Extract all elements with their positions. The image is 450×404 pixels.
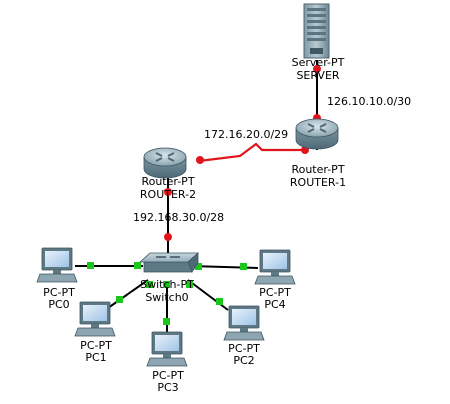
pc0-name-label: PC0 — [48, 298, 70, 311]
router1-name-label: ROUTER-1 — [289, 176, 347, 189]
switch0-name-label: Switch0 — [145, 291, 189, 304]
pc-icon — [146, 331, 188, 367]
server-type-label: Server-PT — [291, 56, 345, 69]
light-switch-pc0 — [134, 262, 141, 269]
link-router1-router2-serial[interactable] — [198, 142, 306, 163]
router1-device[interactable] — [295, 118, 339, 150]
pc4-device[interactable] — [254, 249, 296, 285]
light-pc2 — [216, 298, 223, 305]
pc-icon — [74, 301, 116, 337]
pc-icon — [254, 249, 296, 285]
light-switch-pc2 — [186, 281, 193, 288]
light-router2-bottom — [164, 188, 172, 196]
server-name-label: SERVER — [296, 69, 340, 82]
light-server-down — [313, 65, 321, 73]
light-pc4 — [240, 263, 247, 270]
switch0-device[interactable] — [138, 252, 200, 273]
router-icon — [295, 118, 339, 150]
pc2-name-label: PC2 — [233, 354, 255, 367]
light-pc1 — [116, 296, 123, 303]
network-label-router2-switch: 192.168.30.0/28 — [133, 211, 225, 224]
router1-type-label: Router-PT — [291, 163, 345, 176]
pc3-device[interactable] — [146, 331, 188, 367]
pc4-name-label: PC4 — [264, 298, 286, 311]
switch0-type-label: Switch-PT — [140, 278, 194, 291]
light-switch-pc1 — [146, 281, 153, 288]
pc3-name-label: PC3 — [157, 381, 179, 394]
pc1-type-label: PC-PT — [80, 339, 112, 352]
router2-device[interactable] — [143, 147, 187, 179]
pc4-type-label: PC-PT — [259, 286, 291, 299]
pc-icon — [36, 247, 78, 283]
router2-type-label: Router-PT — [141, 175, 195, 188]
light-switch-top — [164, 233, 172, 241]
light-switch-pc4 — [195, 263, 202, 270]
pc1-name-label: PC1 — [85, 351, 107, 364]
light-pc0 — [87, 262, 94, 269]
server-icon — [303, 3, 330, 59]
network-label-server-router1: 126.10.10.0/30 — [327, 95, 412, 108]
pc-icon — [223, 305, 265, 341]
network-label-router1-router2: 172.16.20.0/29 — [204, 128, 289, 141]
router-icon — [143, 147, 187, 179]
server-device[interactable] — [303, 3, 330, 59]
pc2-device[interactable] — [223, 305, 265, 341]
light-switch-pc3 — [163, 281, 170, 288]
router2-name-label: ROUTER-2 — [139, 188, 197, 201]
light-router2-serial — [196, 156, 204, 164]
pc3-type-label: PC-PT — [152, 369, 184, 382]
switch-icon — [138, 252, 200, 273]
pc0-type-label: PC-PT — [43, 286, 75, 299]
link-switch-pc1[interactable] — [107, 279, 149, 309]
pc0-device[interactable] — [36, 247, 78, 283]
light-pc3 — [163, 318, 170, 325]
pc1-device[interactable] — [74, 301, 116, 337]
pc2-type-label: PC-PT — [228, 342, 260, 355]
